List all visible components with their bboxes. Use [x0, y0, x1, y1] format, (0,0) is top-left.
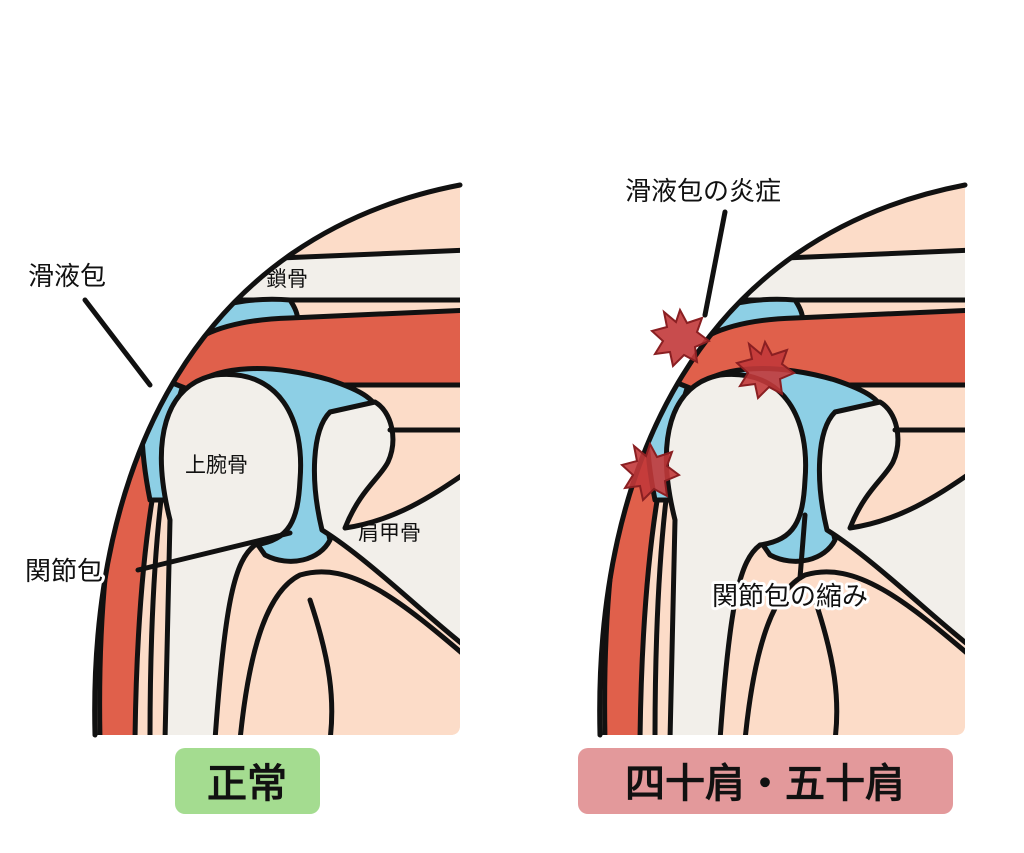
joint-capsule-leader-line	[135, 530, 293, 573]
humerus-label: 上腕骨	[185, 453, 248, 477]
frozen-labels: 滑液包の炎症 関節包の縮み	[622, 174, 871, 615]
bursitis-leader-line	[702, 209, 728, 318]
capsule-contraction-leader-line	[797, 512, 808, 581]
scapula-label: 肩甲骨	[358, 521, 421, 545]
capsule-contraction-label: 関節包の縮み	[712, 582, 868, 612]
bursa-leader-line	[82, 297, 153, 388]
frozen-shoulder-badge-text: 四十肩・五十肩	[625, 761, 905, 807]
joint-capsule-label: 関節包	[25, 557, 103, 587]
normal-shoulder-illustration	[60, 170, 480, 770]
normal-badge-text: 正常	[207, 761, 287, 807]
bursa-label: 滑液包	[28, 262, 106, 292]
normal-badge: 正常	[175, 748, 320, 814]
frozen-shoulder-badge: 四十肩・五十肩	[578, 748, 953, 814]
bursitis-label: 滑液包の炎症	[625, 177, 781, 207]
normal-labels: 滑液包 鎖骨 上腕骨 肩甲骨 関節包	[22, 259, 421, 590]
clavicle-label: 鎖骨	[266, 267, 308, 291]
